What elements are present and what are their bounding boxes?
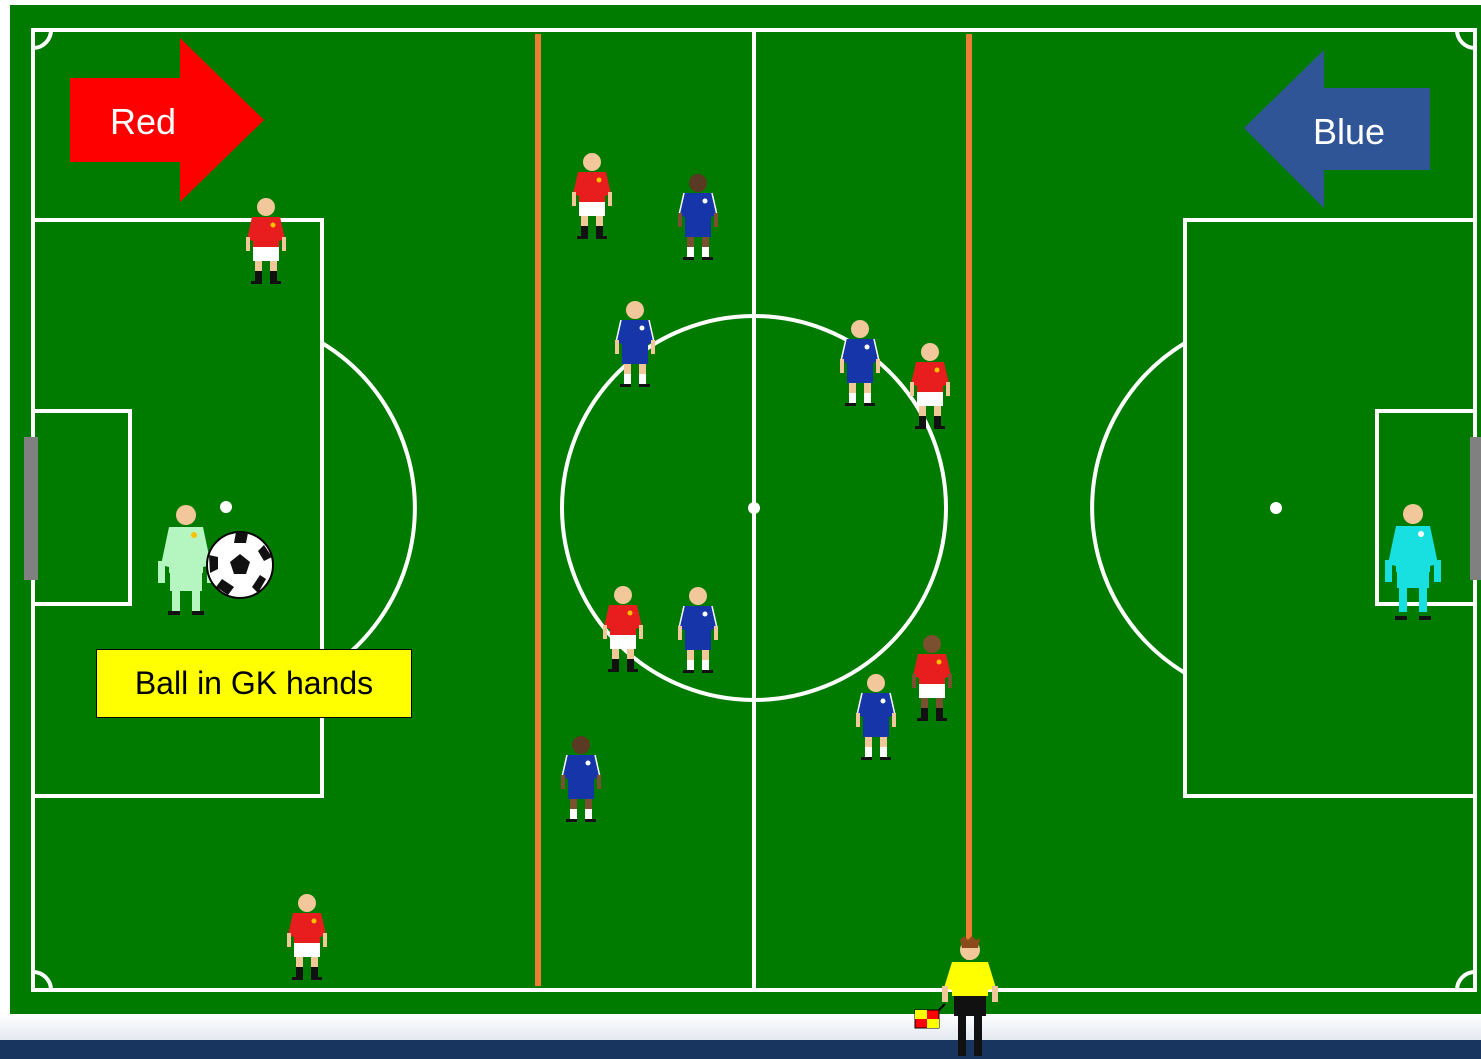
red-player (246, 198, 286, 284)
red-player (912, 635, 952, 721)
blue-player (615, 301, 655, 387)
blue-player (856, 674, 896, 760)
red-player (287, 894, 327, 980)
red-player (910, 343, 950, 429)
gk-callout: Ball in GK hands (96, 649, 412, 718)
corner-arc-top-right (1457, 30, 1475, 48)
corner-arc-bottom-right (1457, 972, 1475, 990)
corner-arc-top-left (33, 30, 51, 48)
linesman-flag-icon (915, 1004, 945, 1028)
red-player (572, 153, 612, 239)
blue-player (678, 174, 718, 260)
blue-player (561, 736, 601, 822)
soccer-ball-icon (207, 532, 273, 598)
right-penalty-area (1185, 220, 1475, 796)
referee-icon (942, 936, 998, 1056)
right-penalty-arc (1092, 343, 1185, 673)
right-penalty-spot (1270, 502, 1282, 514)
left-penalty-spot (220, 501, 232, 513)
left-penalty-arc (322, 343, 415, 673)
left-goal (24, 437, 38, 580)
blue-player (840, 320, 880, 406)
left-goal-area (33, 411, 130, 604)
red-goalkeeper (158, 505, 214, 615)
corner-arc-bottom-left (33, 972, 51, 990)
center-spot (748, 502, 760, 514)
red-arrow-label: Red (110, 102, 176, 142)
right-goal (1470, 437, 1481, 580)
blue-player (678, 587, 718, 673)
blue-arrow-label: Blue (1313, 112, 1385, 152)
